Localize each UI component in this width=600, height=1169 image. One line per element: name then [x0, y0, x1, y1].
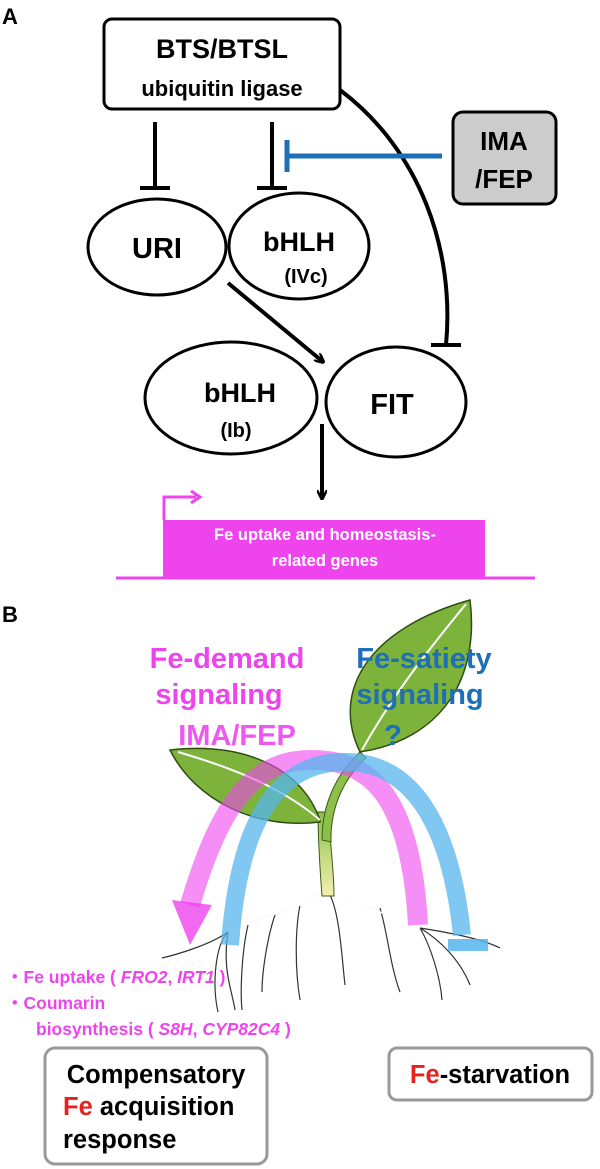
gene-label-line2: related genes	[272, 552, 378, 570]
fit-label: FIT	[370, 389, 414, 421]
fe-demand-label: Fe-demand signaling IMA/FEP	[150, 643, 305, 752]
uptake-item-2-detail: biosynthesis ( S8H, CYP82C4 )	[36, 1019, 291, 1039]
fe-demand-line3: IMA/FEP	[178, 720, 296, 752]
bhlh-ivc-label: bHLH	[263, 227, 335, 257]
fit-node: FIT	[324, 345, 468, 459]
bhlh-ib-label: bHLH	[204, 378, 276, 408]
fe-satiety-arc	[221, 752, 488, 951]
bhlh-ib-sublabel: (Ib)	[220, 420, 251, 442]
ima-fep-box: IMA /FEP	[451, 110, 558, 206]
fe-satiety-label: Fe-satiety signaling ?	[356, 643, 491, 752]
compensatory-line3: response	[63, 1126, 176, 1154]
bhlh-ib-node: bHLH (Ib)	[143, 340, 319, 456]
uri-label: URI	[132, 233, 182, 265]
fe-starvation-box: Fe-starvation	[387, 1046, 594, 1102]
fe-demand-line1: Fe-demand	[150, 643, 305, 675]
compensatory-line1: Compensatory	[67, 1061, 246, 1089]
panel-b-label: B	[2, 602, 18, 627]
uptake-list: ・Fe uptake ( FRO2, IRT1 ) ・Coumarin bios…	[6, 967, 291, 1039]
bts-title: BTS/BTSL	[156, 34, 288, 64]
bts-inhibition-lines	[140, 88, 461, 347]
fe-demand-line2: signaling	[155, 679, 282, 711]
gene-region: Fe uptake and homeostasis- related genes	[116, 489, 535, 580]
bhlh-ivc-sublabel: (IVc)	[284, 266, 327, 288]
uri-node: URI	[86, 197, 228, 297]
ima-label: IMA	[480, 126, 528, 156]
compensatory-response-box: Compensatory Fe acquisition response	[43, 1046, 269, 1166]
fe-satiety-line1: Fe-satiety	[356, 643, 491, 675]
activation-arrow	[226, 281, 322, 361]
uptake-item-2: ・Coumarin	[6, 993, 105, 1013]
fe-satiety-line2: signaling	[356, 679, 483, 711]
fe-starvation-label: Fe-starvation	[410, 1061, 570, 1089]
fep-label: /FEP	[475, 164, 533, 194]
fe-satiety-line3: ?	[384, 720, 402, 752]
bts-btsl-box: BTS/BTSL ubiquitin ligase	[102, 17, 342, 111]
ima-inhibition-line	[284, 140, 442, 172]
compensatory-line2: Fe acquisition	[63, 1093, 234, 1121]
panel-a-label: A	[2, 4, 18, 29]
uptake-item-1: ・Fe uptake ( FRO2, IRT1 )	[6, 967, 225, 987]
bts-subtitle: ubiquitin ligase	[141, 76, 302, 101]
gene-label-line1: Fe uptake and homeostasis-	[214, 526, 436, 544]
bhlh-ivc-node: bHLH (IVc)	[227, 191, 371, 301]
